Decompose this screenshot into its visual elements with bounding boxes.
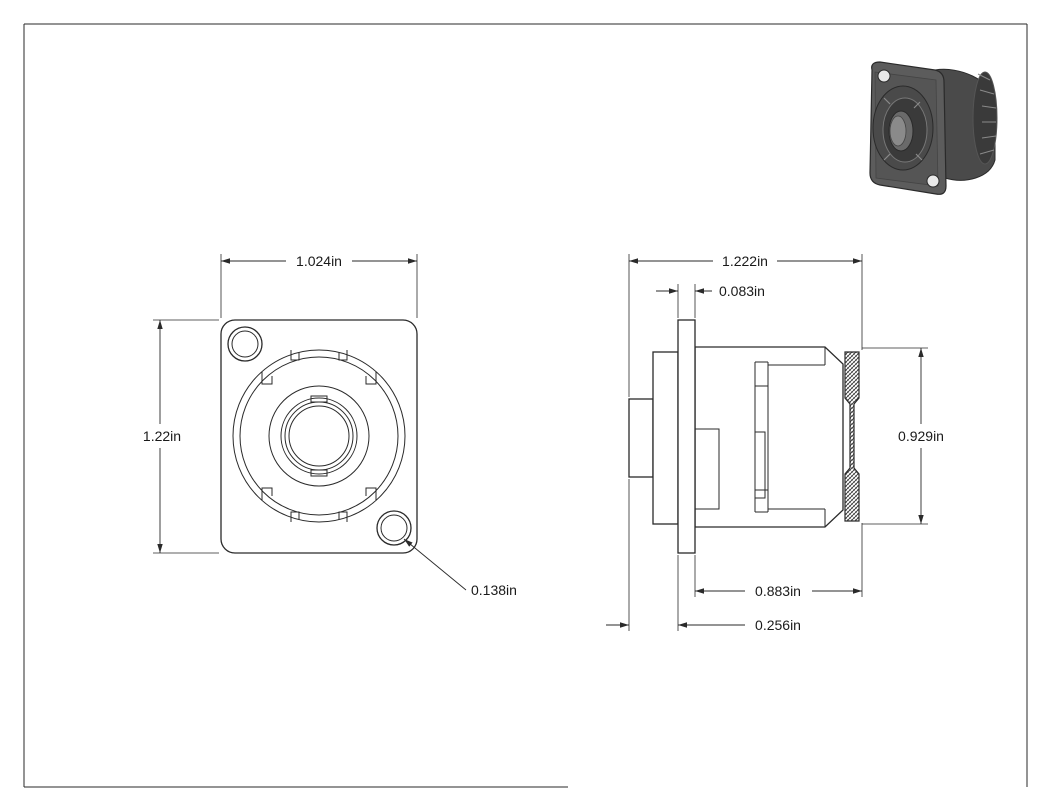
side-body-details: [694, 347, 826, 527]
side-flange: [677, 319, 696, 554]
receptacle-ring-inner: [284, 401, 354, 471]
isometric-render: [869, 61, 998, 195]
hole-diameter-label: 0.138in: [471, 582, 517, 598]
diameter-label: 0.929in: [898, 428, 944, 444]
sheet-border: [23, 23, 1028, 788]
front-height-label: 1.22in: [143, 428, 181, 444]
front-width-dimension: 1.024in: [220, 253, 418, 318]
flange-thickness-dimension: 0.083in: [656, 283, 765, 318]
front-height-dimension: 1.22in: [143, 319, 219, 554]
side-length-label: 1.222in: [722, 253, 768, 269]
side-rear-body: [652, 351, 679, 525]
rear-depth-dimension: 0.256in: [606, 479, 801, 633]
side-view: [628, 319, 860, 554]
side-length-dimension: 1.222in: [628, 253, 863, 397]
side-main-body: [694, 346, 844, 528]
latch-tabs: [261, 350, 377, 522]
front-view: [220, 319, 418, 554]
side-knurled-ring: [844, 351, 860, 522]
hole-diameter-leader: 0.138in: [403, 538, 517, 598]
side-rear-stub: [628, 398, 654, 478]
front-housing-inner: [239, 356, 399, 516]
receptacle-bore: [288, 405, 350, 467]
front-housing-outer: [232, 349, 406, 523]
receptacle-ring-outer: [268, 385, 370, 487]
flange-thickness-label: 0.083in: [719, 283, 765, 299]
mounting-hole-bottom-right: [376, 510, 412, 546]
front-flange-plate: [220, 319, 418, 554]
body-length-label: 0.883in: [755, 583, 801, 599]
mounting-hole-top-left: [227, 326, 263, 362]
front-width-label: 1.024in: [296, 253, 342, 269]
diameter-dimension: 0.929in: [862, 347, 944, 525]
body-length-dimension: 0.883in: [694, 523, 863, 599]
rear-depth-label: 0.256in: [755, 617, 801, 633]
receptacle-ring-mid: [280, 397, 358, 475]
